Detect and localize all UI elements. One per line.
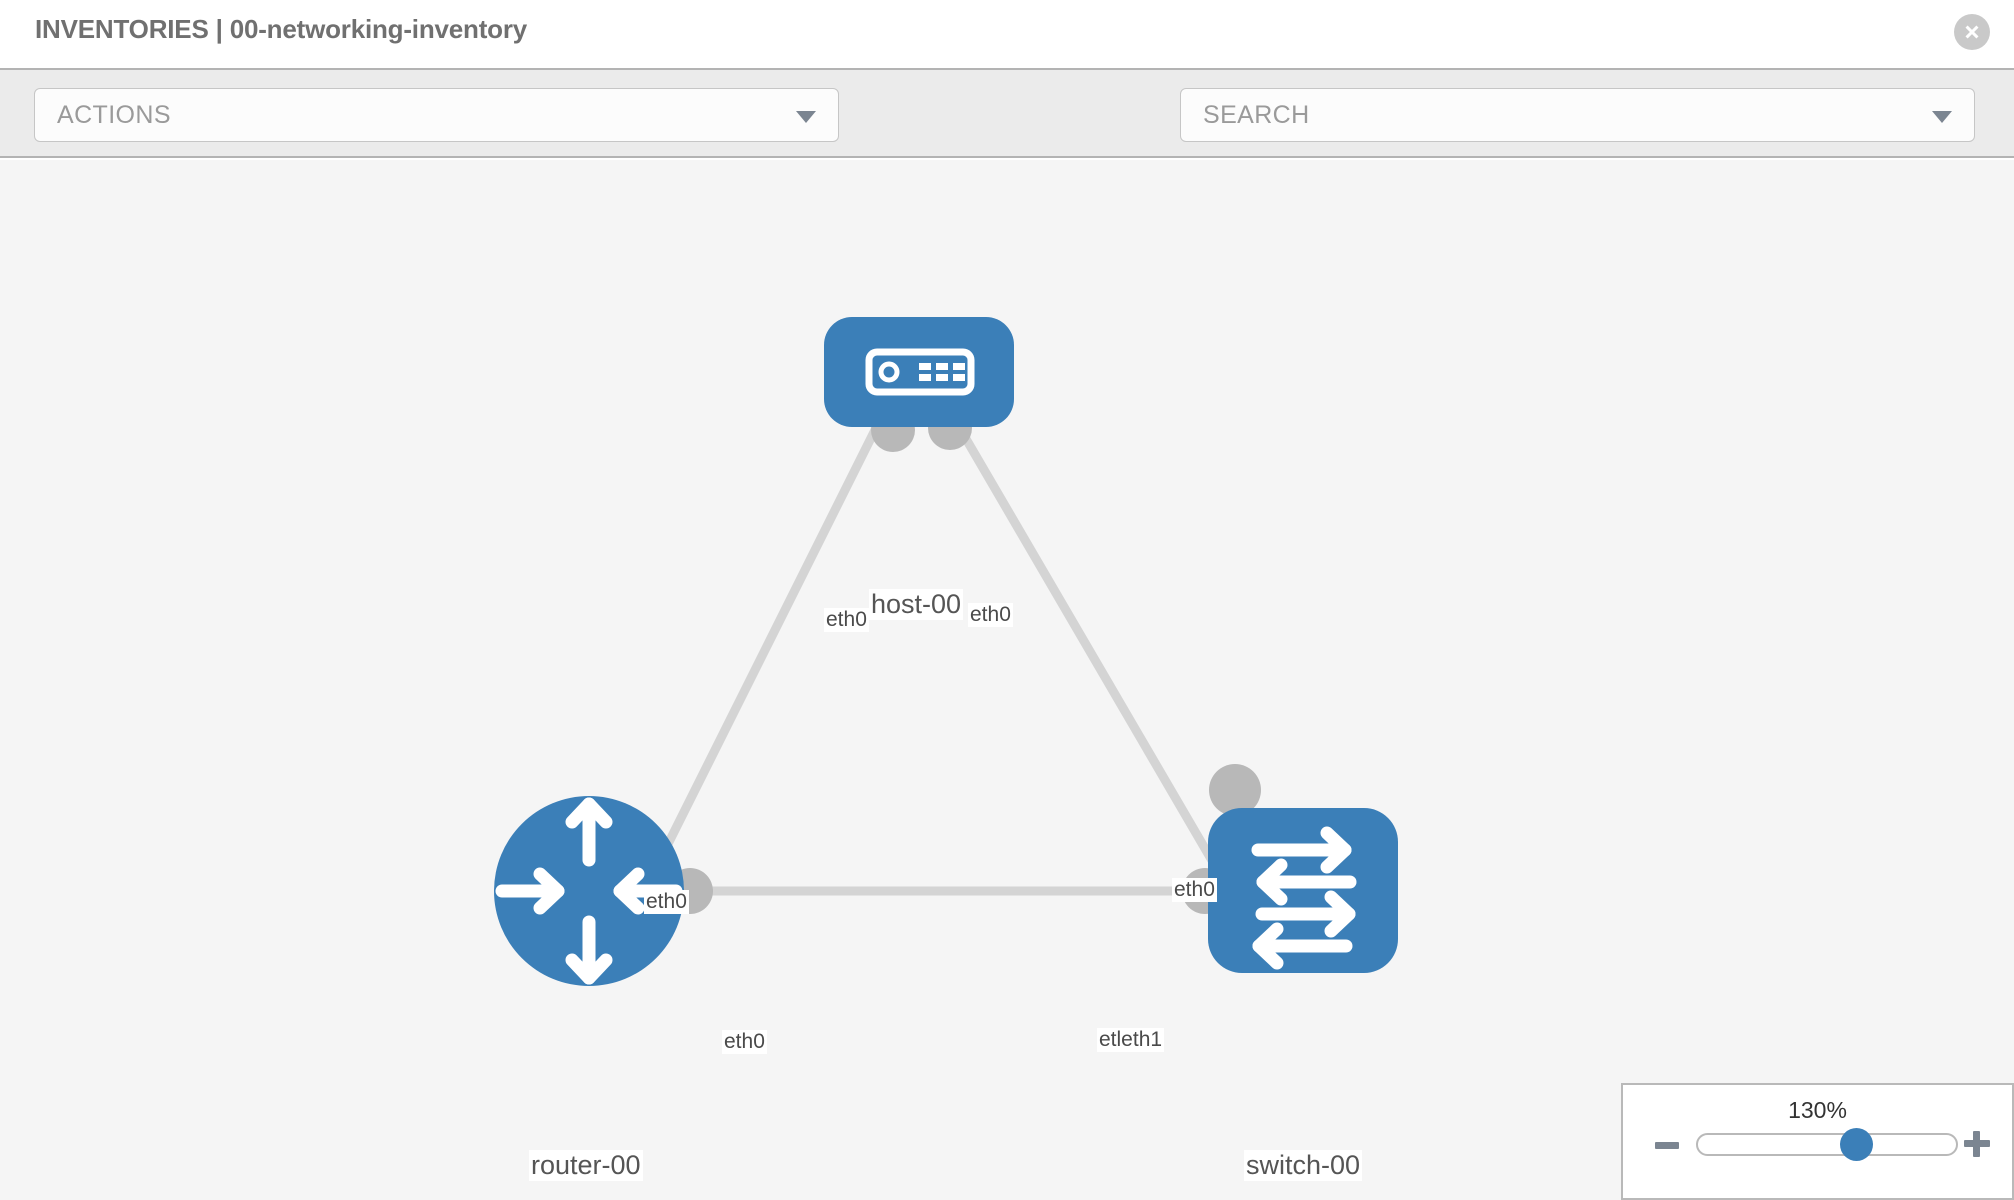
close-icon[interactable] bbox=[1954, 14, 1990, 50]
minus-icon[interactable] bbox=[1655, 1142, 1679, 1149]
edge-host-switch bbox=[951, 417, 1239, 903]
zoom-slider[interactable] bbox=[1696, 1128, 1958, 1161]
topology-edges bbox=[635, 417, 1239, 903]
search-placeholder: SEARCH bbox=[1203, 101, 1310, 129]
node-label-host: host-00 bbox=[869, 589, 964, 621]
node-router-00 bbox=[494, 796, 684, 986]
zoom-control-panel: 130% bbox=[1621, 1083, 2014, 1200]
chevron-down-icon bbox=[796, 111, 816, 123]
edge-label-switch-up: eth0 bbox=[1172, 878, 1217, 903]
actions-dropdown-label: ACTIONS bbox=[57, 101, 171, 129]
edge-label-router-up: eth0 bbox=[644, 890, 689, 915]
node-label-router: router-00 bbox=[529, 1150, 643, 1182]
zoom-slider-thumb[interactable] bbox=[1840, 1128, 1873, 1161]
edge-label-host-left: eth0 bbox=[824, 608, 869, 633]
node-host-00 bbox=[824, 317, 1014, 427]
zoom-level-value: 130% bbox=[1788, 1097, 1847, 1123]
plus-icon[interactable] bbox=[1964, 1131, 1990, 1157]
page-title: INVENTORIES | 00-networking-inventory bbox=[35, 14, 528, 44]
search-input[interactable]: SEARCH bbox=[1180, 88, 1975, 142]
page-header: INVENTORIES | 00-networking-inventory bbox=[0, 0, 2014, 68]
edge-host-router bbox=[635, 417, 885, 903]
toolbar: ACTIONS SEARCH bbox=[0, 68, 2014, 198]
actions-dropdown[interactable]: ACTIONS bbox=[34, 88, 839, 142]
node-switch-00 bbox=[1208, 808, 1398, 973]
chevron-down-icon bbox=[1932, 111, 1952, 123]
port-switch-top bbox=[1209, 764, 1261, 816]
edge-label-host-right: eth0 bbox=[968, 603, 1013, 628]
node-label-switch: switch-00 bbox=[1244, 1150, 1363, 1182]
edge-label-router-right: eth0 bbox=[722, 1030, 767, 1055]
edge-label-switch-left: etleth1 bbox=[1097, 1028, 1165, 1053]
topology-canvas[interactable]: host-00 router-00 switch-00 eth0 eth0 et… bbox=[0, 160, 2014, 1200]
